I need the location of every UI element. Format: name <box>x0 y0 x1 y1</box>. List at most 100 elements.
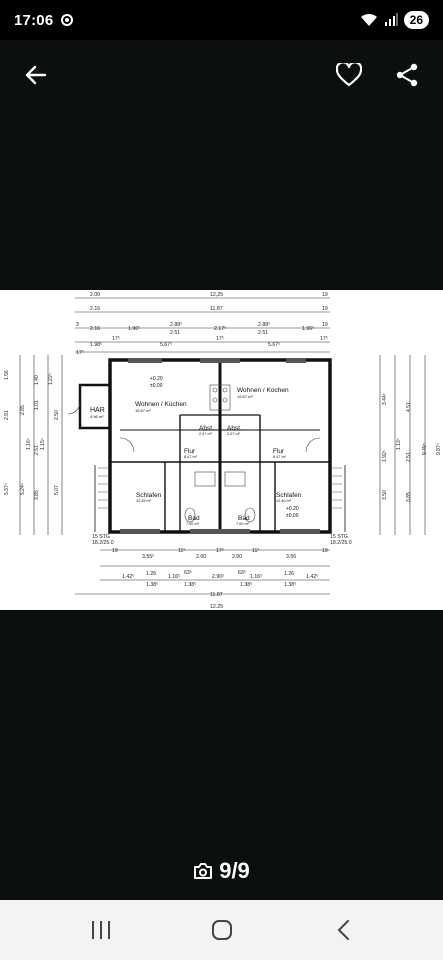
home-icon <box>211 920 232 940</box>
dim-text: 63⁵ <box>238 570 246 576</box>
dim-text: 2.00 <box>232 554 242 560</box>
dim-text: 2.16 <box>90 326 100 332</box>
dim-text: 1.26 <box>146 571 156 577</box>
dim-text: 1.56 <box>4 370 10 380</box>
home-button[interactable] <box>192 910 252 950</box>
room-area: 8.47 m² <box>273 455 287 459</box>
level-mark: +0.20 <box>150 376 163 382</box>
status-time: 17:06 <box>14 11 54 29</box>
image-counter: 9/9 <box>0 858 443 884</box>
dim-text: 5.37⁵ <box>4 483 10 495</box>
dim-text: 1.38⁵ <box>284 582 296 588</box>
recents-button[interactable] <box>71 910 131 950</box>
status-indicators: 26 <box>360 11 429 29</box>
room-name: Schlafen <box>136 492 162 499</box>
signal-icon <box>384 13 398 26</box>
dim-text: 1.16⁵ <box>26 438 32 450</box>
battery-badge: 26 <box>403 11 429 29</box>
dim-text: 5.24⁵ <box>20 483 26 495</box>
camera-icon <box>194 863 213 879</box>
heart-icon <box>336 63 362 87</box>
dim-text: 1.40 <box>34 375 40 385</box>
top-app-bar <box>0 40 443 110</box>
dim-text: 1.42⁵ <box>306 574 318 580</box>
dim-text: 15 STG <box>92 534 110 540</box>
dim-text: 1.92⁵ <box>382 450 388 462</box>
dim-text: 1.38⁵ <box>146 582 158 588</box>
dim-text: 2.51 <box>406 452 412 462</box>
dim-text: 2.90⁵ <box>212 574 224 580</box>
room-area: 2.07 m² <box>199 432 213 436</box>
dim-text: 1.38⁵ <box>184 582 196 588</box>
status-bar: 17:06 26 <box>0 0 443 40</box>
dim-text: 3.85 <box>406 492 412 502</box>
dim-text: 18.2/25.0 <box>330 540 352 546</box>
dim-text: 5.67⁵ <box>268 342 280 348</box>
room-name: Bad <box>238 515 250 522</box>
counter-text: 9/9 <box>219 858 250 883</box>
dim-text: 1.16⁵ <box>168 574 180 580</box>
room-area: 15.67 m² <box>135 408 151 413</box>
dim-text: 5.67⁵ <box>160 342 172 348</box>
dim-text: 1.16⁵ <box>250 574 262 580</box>
chrome-icon <box>61 14 74 26</box>
room-name: Flur <box>184 448 196 455</box>
room-name: Flur <box>273 448 285 455</box>
dim-text: 2.00 <box>90 292 100 298</box>
back-nav-button[interactable] <box>313 910 373 950</box>
room-area: 19.67 m² <box>237 394 253 399</box>
dim-text: 1.96⁵ <box>128 326 140 332</box>
share-icon <box>396 63 418 87</box>
dim-text: 2.51 <box>170 330 180 336</box>
dim-text: 2.51 <box>258 330 268 336</box>
level-mark: +0.20 <box>286 506 299 512</box>
room-area: 7.00 m² <box>186 522 200 526</box>
dim-text: 3.85 <box>34 490 40 500</box>
room-name: Bad <box>188 515 200 522</box>
dim-text: 63⁵ <box>184 570 192 576</box>
dim-text: 2.88⁵ <box>170 322 182 328</box>
dim-text: 2.50 <box>54 410 60 420</box>
dim-text: 1.42⁵ <box>122 574 134 580</box>
back-button[interactable] <box>18 57 54 93</box>
dim-text: 1.96⁵ <box>302 326 314 332</box>
dim-text: 11⁵ <box>252 548 260 554</box>
dim-text: 11.87 <box>210 306 223 312</box>
dim-text: 1.22⁵ <box>48 373 54 385</box>
share-button[interactable] <box>389 57 425 93</box>
room-name: Abst. <box>227 425 242 432</box>
dim-text: 1.15⁵ <box>40 438 46 450</box>
dim-text: 3 <box>76 322 79 328</box>
dim-text: 4.51 <box>406 402 412 412</box>
room-name: Schlafen <box>276 492 302 499</box>
favorite-button[interactable] <box>331 57 367 93</box>
room-name: Abst. <box>199 425 214 432</box>
dim-text: 9.87⁵ <box>436 443 442 455</box>
dim-text: 17⁵ <box>216 336 224 342</box>
dim-text: 19 <box>322 322 328 328</box>
chevron-left-icon <box>337 920 349 940</box>
dim-text: 17⁵ <box>112 336 120 342</box>
dim-text: 12,25 <box>210 292 223 298</box>
dim-text: 2.00 <box>196 554 206 560</box>
dim-text: 17⁵ <box>320 336 328 342</box>
dim-text: 11.87 <box>210 592 223 598</box>
room-name: Wohnen / Kochen <box>237 387 289 394</box>
dim-text: 1.38⁵ <box>240 582 252 588</box>
dim-text: 19 <box>322 306 328 312</box>
floor-plan-image: 2.00 12,25 19 2.16 11.87 19 3 2.16 1.96⁵… <box>4 292 442 610</box>
dim-text: 2.91 <box>4 410 10 420</box>
dim-text: 19 <box>322 292 328 298</box>
dim-text: 3.50 <box>382 490 388 500</box>
dim-text: 2.17⁵ <box>214 326 226 332</box>
dim-text: 9.49⁵ <box>422 443 428 455</box>
dim-text: 11⁵ <box>178 548 186 554</box>
image-viewer[interactable]: 2.00 12,25 19 2.16 11.87 19 3 2.16 1.96⁵… <box>0 290 443 610</box>
room-area: 7.00 m² <box>236 522 250 526</box>
dim-text: 2.16 <box>90 306 100 312</box>
room-name: HAR <box>90 407 105 414</box>
dim-text: 3.55⁵ <box>142 554 154 560</box>
dim-text: 1.98⁵ <box>90 342 102 348</box>
dim-text: 5.07 <box>54 485 60 495</box>
room-name: Wohnen / Küchen <box>135 401 187 408</box>
